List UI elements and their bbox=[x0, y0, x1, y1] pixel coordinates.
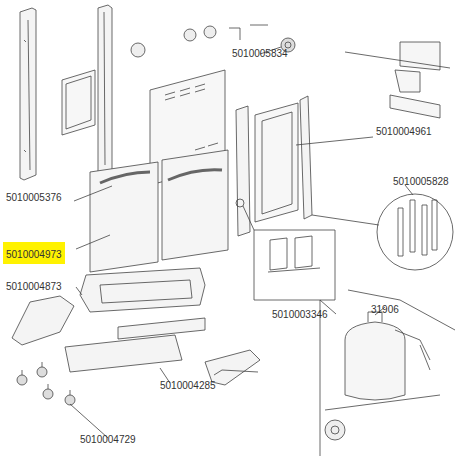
part-number: 31906 bbox=[371, 304, 399, 316]
part-number: 5010004961 bbox=[376, 126, 432, 138]
part-number: 5010004973 bbox=[6, 249, 62, 260]
part-number: 5010005828 bbox=[393, 176, 449, 188]
part-number: 5010004873 bbox=[6, 281, 62, 293]
part-number: 5010004729 bbox=[80, 434, 136, 446]
highlighted-part-number: 5010004973 bbox=[3, 242, 65, 264]
part-number: 5010005834 bbox=[232, 48, 288, 60]
part-number: 5010003346 bbox=[272, 309, 328, 321]
part-number: 5010005376 bbox=[6, 192, 62, 204]
part-number: 5010004285 bbox=[160, 380, 216, 392]
